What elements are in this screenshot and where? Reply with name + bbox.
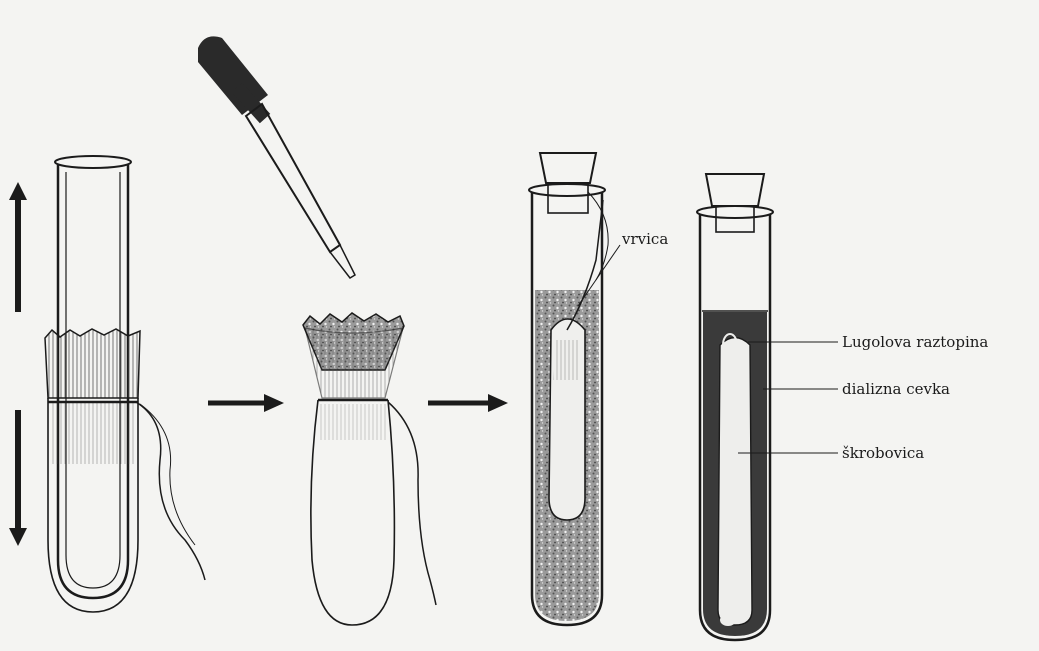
figure-1-tube-with-bag [9, 156, 205, 612]
arrow-right-icon [208, 394, 284, 412]
label-dialysis-tubing: dializna cevka [842, 380, 950, 398]
figure-4-tube-lugol [697, 174, 773, 640]
arrow-up-icon [9, 182, 27, 312]
label-string: vrvica [621, 230, 668, 248]
arrow-down-icon [9, 410, 27, 546]
pipette-icon [198, 36, 355, 278]
dialysis-bag [718, 338, 752, 626]
label-starch: škrobovica [842, 444, 924, 462]
string [388, 402, 436, 605]
figure-3-tube-speckled [529, 153, 608, 625]
figure-2-filled-bag [303, 313, 436, 625]
label-lugol: Lugolova raztopina [842, 333, 988, 351]
arrow-right-icon [428, 394, 508, 412]
